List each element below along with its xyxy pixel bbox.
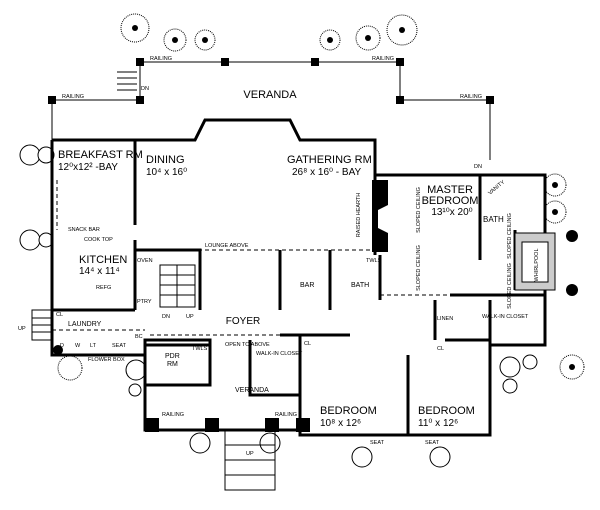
lounge-above-label: LOUNGE ABOVE (205, 243, 249, 249)
bar-label: BAR (300, 282, 314, 289)
bottom-veranda-columns (145, 418, 310, 432)
laundry-label: LAUNDRY (68, 321, 102, 328)
seat-label: SEAT (425, 440, 440, 446)
gathering-room-dim: 26⁸ x 16⁰ - BAY (292, 167, 362, 178)
bedroom-2-dim: 11⁰ x 12⁶ (418, 418, 458, 429)
stair-up-label: UP (186, 314, 194, 320)
linen-label: LINEN (437, 316, 453, 322)
vanity-label: VANITY (487, 179, 506, 196)
sloped-ceiling-label: SLOPED CEILING (416, 187, 422, 233)
stair-dn-label: DN (141, 86, 149, 92)
dining-room-dim: 10⁴ x 16⁰ (146, 167, 187, 178)
dryer-label: D (60, 343, 64, 349)
master-bedroom-dim: 13¹⁰x 20⁰ (431, 207, 472, 218)
laundry-tub-label: LT (90, 343, 97, 349)
railing-label: RAILING (372, 56, 394, 62)
flower-box-label: FLOWER BOX (88, 357, 125, 363)
cook-top-label: COOK TOP (84, 237, 113, 243)
sloped-ceiling-label: SLOPED CEILING (507, 213, 513, 259)
broom-closet-label: BC (135, 334, 143, 340)
whirlpool-label: WHIRLPOOL (534, 248, 540, 281)
plan-notes: SNACK BAR COOK TOP OVEN PTRY REFG LOUNGE… (18, 179, 529, 457)
bedroom-1-name: BEDROOM (320, 405, 377, 417)
walk-in-closet-label: WALK-IN CLOSET (482, 314, 529, 320)
stair-up-label: UP (246, 451, 254, 457)
raised-hearth-label: RAISED HEARTH (356, 193, 362, 238)
bedroom-1-dim: 10⁸ x 12⁶ (320, 418, 361, 429)
kitchen-dim: 14⁴ x 11⁴ (79, 266, 120, 277)
kitchen-name: KITCHEN (79, 254, 127, 266)
gathering-room-name: GATHERING RM (287, 154, 372, 166)
towels-label: TWLS (192, 346, 208, 352)
powder-room-label: PDR (165, 353, 180, 360)
powder-room-label: RM (167, 361, 178, 368)
railing-label: RAILING (150, 56, 172, 62)
dining-room-name: DINING (146, 154, 185, 166)
oven-label: OVEN (137, 258, 153, 264)
breakfast-room-name: BREAKFAST RM (58, 149, 143, 161)
railing-label: RAILING (62, 94, 84, 100)
sloped-ceiling-label: SLOPED CEILING (507, 263, 513, 309)
seat-label: SEAT (112, 343, 127, 349)
closet-label: CL (304, 341, 311, 347)
veranda-top-label: VERANDA (243, 89, 297, 101)
seat-label: SEAT (370, 440, 385, 446)
tree-icon (19, 13, 585, 468)
fireplace (372, 180, 388, 252)
master-bedroom-name: MASTER (427, 184, 473, 196)
master-bedroom-name: BEDROOM (422, 195, 479, 207)
walk-in-closet-label: WALK-IN CLOSET (256, 351, 303, 357)
stairs (31, 264, 276, 491)
stair-dn-label: DN (474, 164, 482, 170)
breakfast-room-dim: 12⁰x12² -BAY (58, 162, 118, 173)
veranda-bottom-label: VERANDA (235, 387, 269, 394)
snack-bar-label: SNACK BAR (68, 227, 100, 233)
room-labels: BREAKFAST RM 12⁰x12² -BAY DINING 10⁴ x 1… (58, 149, 504, 429)
landscaping (19, 13, 585, 468)
railing-label: RAILING (162, 412, 184, 418)
pantry-label: PTRY (137, 299, 152, 305)
stair-dn-label: DN (162, 314, 170, 320)
open-to-above-label: OPEN TO ABOVE (225, 342, 270, 348)
refrigerator-label: REFG (96, 285, 111, 291)
stair-up-label: UP (18, 326, 26, 332)
sloped-ceiling-label: SLOPED CEILING (416, 245, 422, 291)
washer-label: W (75, 343, 81, 349)
whirlpool-tub: WHIRLPOOL (514, 232, 556, 291)
railing-label: RAILING (460, 94, 482, 100)
bedroom-2-name: BEDROOM (418, 405, 475, 417)
closet-label: CL (437, 346, 444, 352)
closet-label: CL (56, 312, 63, 318)
top-veranda: VERANDA RAILING RAILING RAILING RAILING … (48, 56, 494, 170)
towels-label: TWLS (366, 258, 382, 264)
foyer-label: FOYER (226, 316, 260, 327)
master-bath-label: BATH (483, 215, 504, 224)
hall-bath-label: BATH (351, 282, 369, 289)
railing-label: RAILING (275, 412, 297, 418)
